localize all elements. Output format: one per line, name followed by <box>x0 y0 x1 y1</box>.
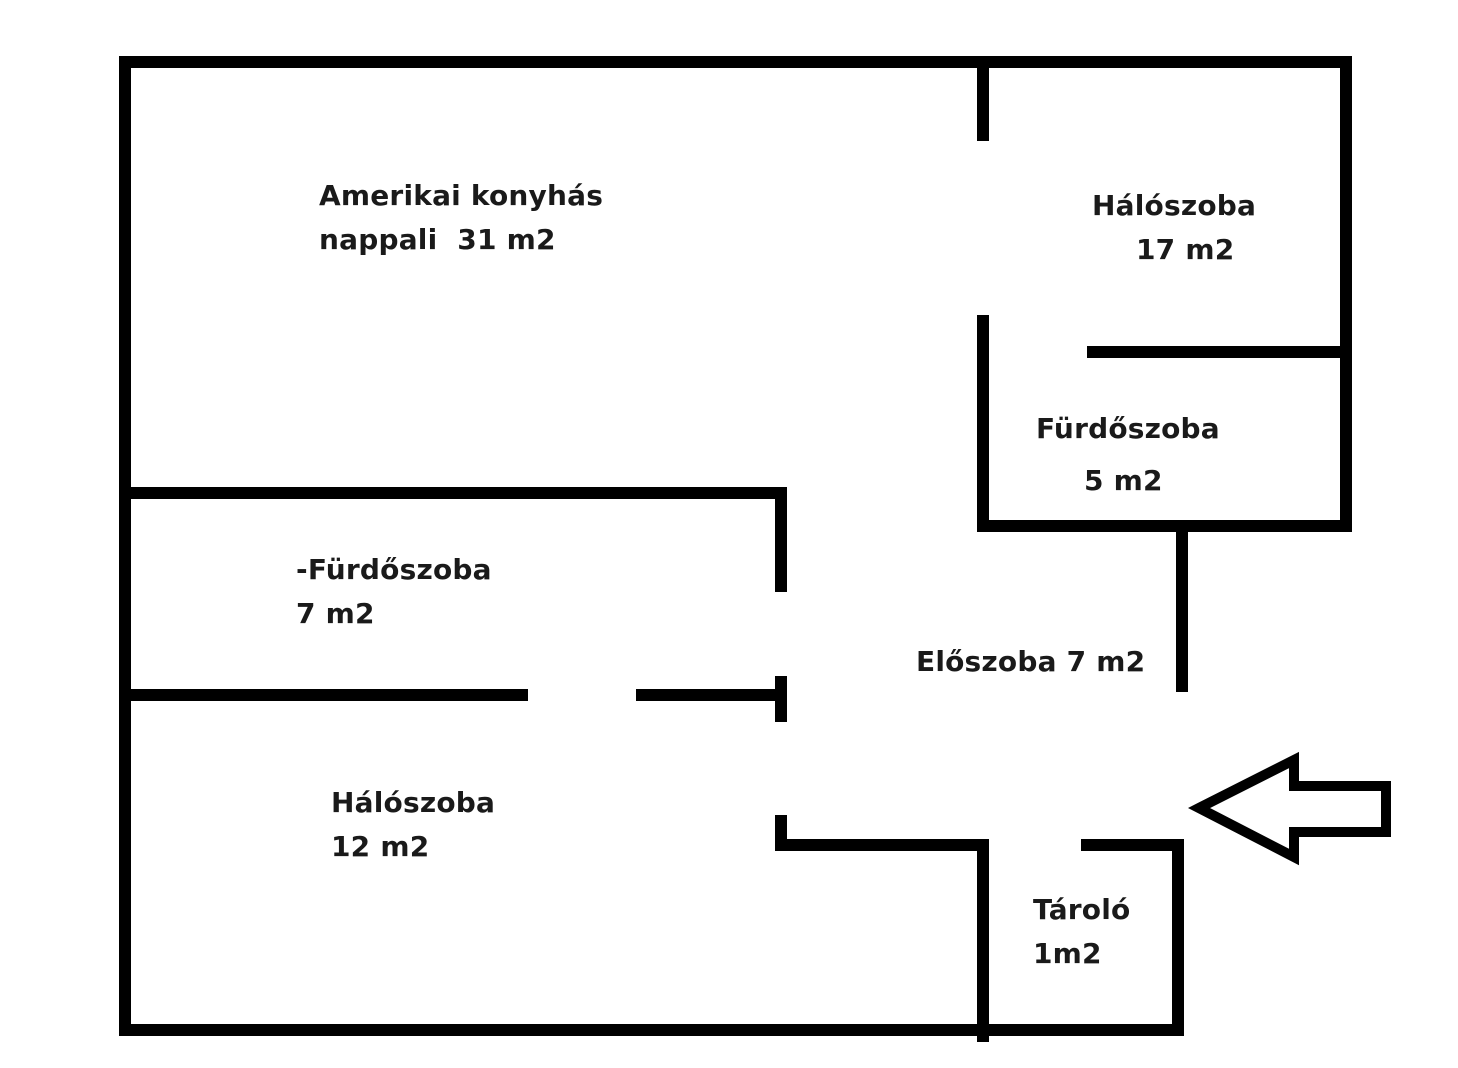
room-name: Tároló <box>1033 893 1131 926</box>
room-area: 5 m2 <box>1084 464 1163 497</box>
room-label-bedroom-small: Hálószoba 12 m2 <box>331 781 495 869</box>
room-label-bedroom-large: Hálószoba 17 m2 <box>1092 184 1256 272</box>
room-area: 12 m2 <box>331 830 430 863</box>
room-area: nappali 31 m2 <box>319 223 556 256</box>
room-name: Fürdőszoba <box>1036 412 1220 445</box>
room-label-living: Amerikai konyhás nappali 31 m2 <box>319 174 603 262</box>
room-label-bathroom-small: Fürdőszoba 5 m2 <box>1036 403 1220 507</box>
room-area: 7 m2 <box>296 597 375 630</box>
room-area: 17 m2 <box>1136 233 1235 266</box>
room-label-bathroom-large: -Fürdőszoba 7 m2 <box>296 548 492 636</box>
room-area: 1m2 <box>1033 937 1102 970</box>
room-name: Hálószoba <box>1092 189 1257 222</box>
room-label-hallway: Előszoba 7 m2 <box>916 640 1145 684</box>
room-name: Amerikai konyhás <box>319 179 604 212</box>
room-label-storage: Tároló 1m2 <box>1033 888 1130 976</box>
room-name: Előszoba 7 m2 <box>916 645 1146 678</box>
room-name: -Fürdőszoba <box>296 553 492 586</box>
arrow-left-icon <box>1188 751 1391 866</box>
room-name: Hálószoba <box>331 786 496 819</box>
